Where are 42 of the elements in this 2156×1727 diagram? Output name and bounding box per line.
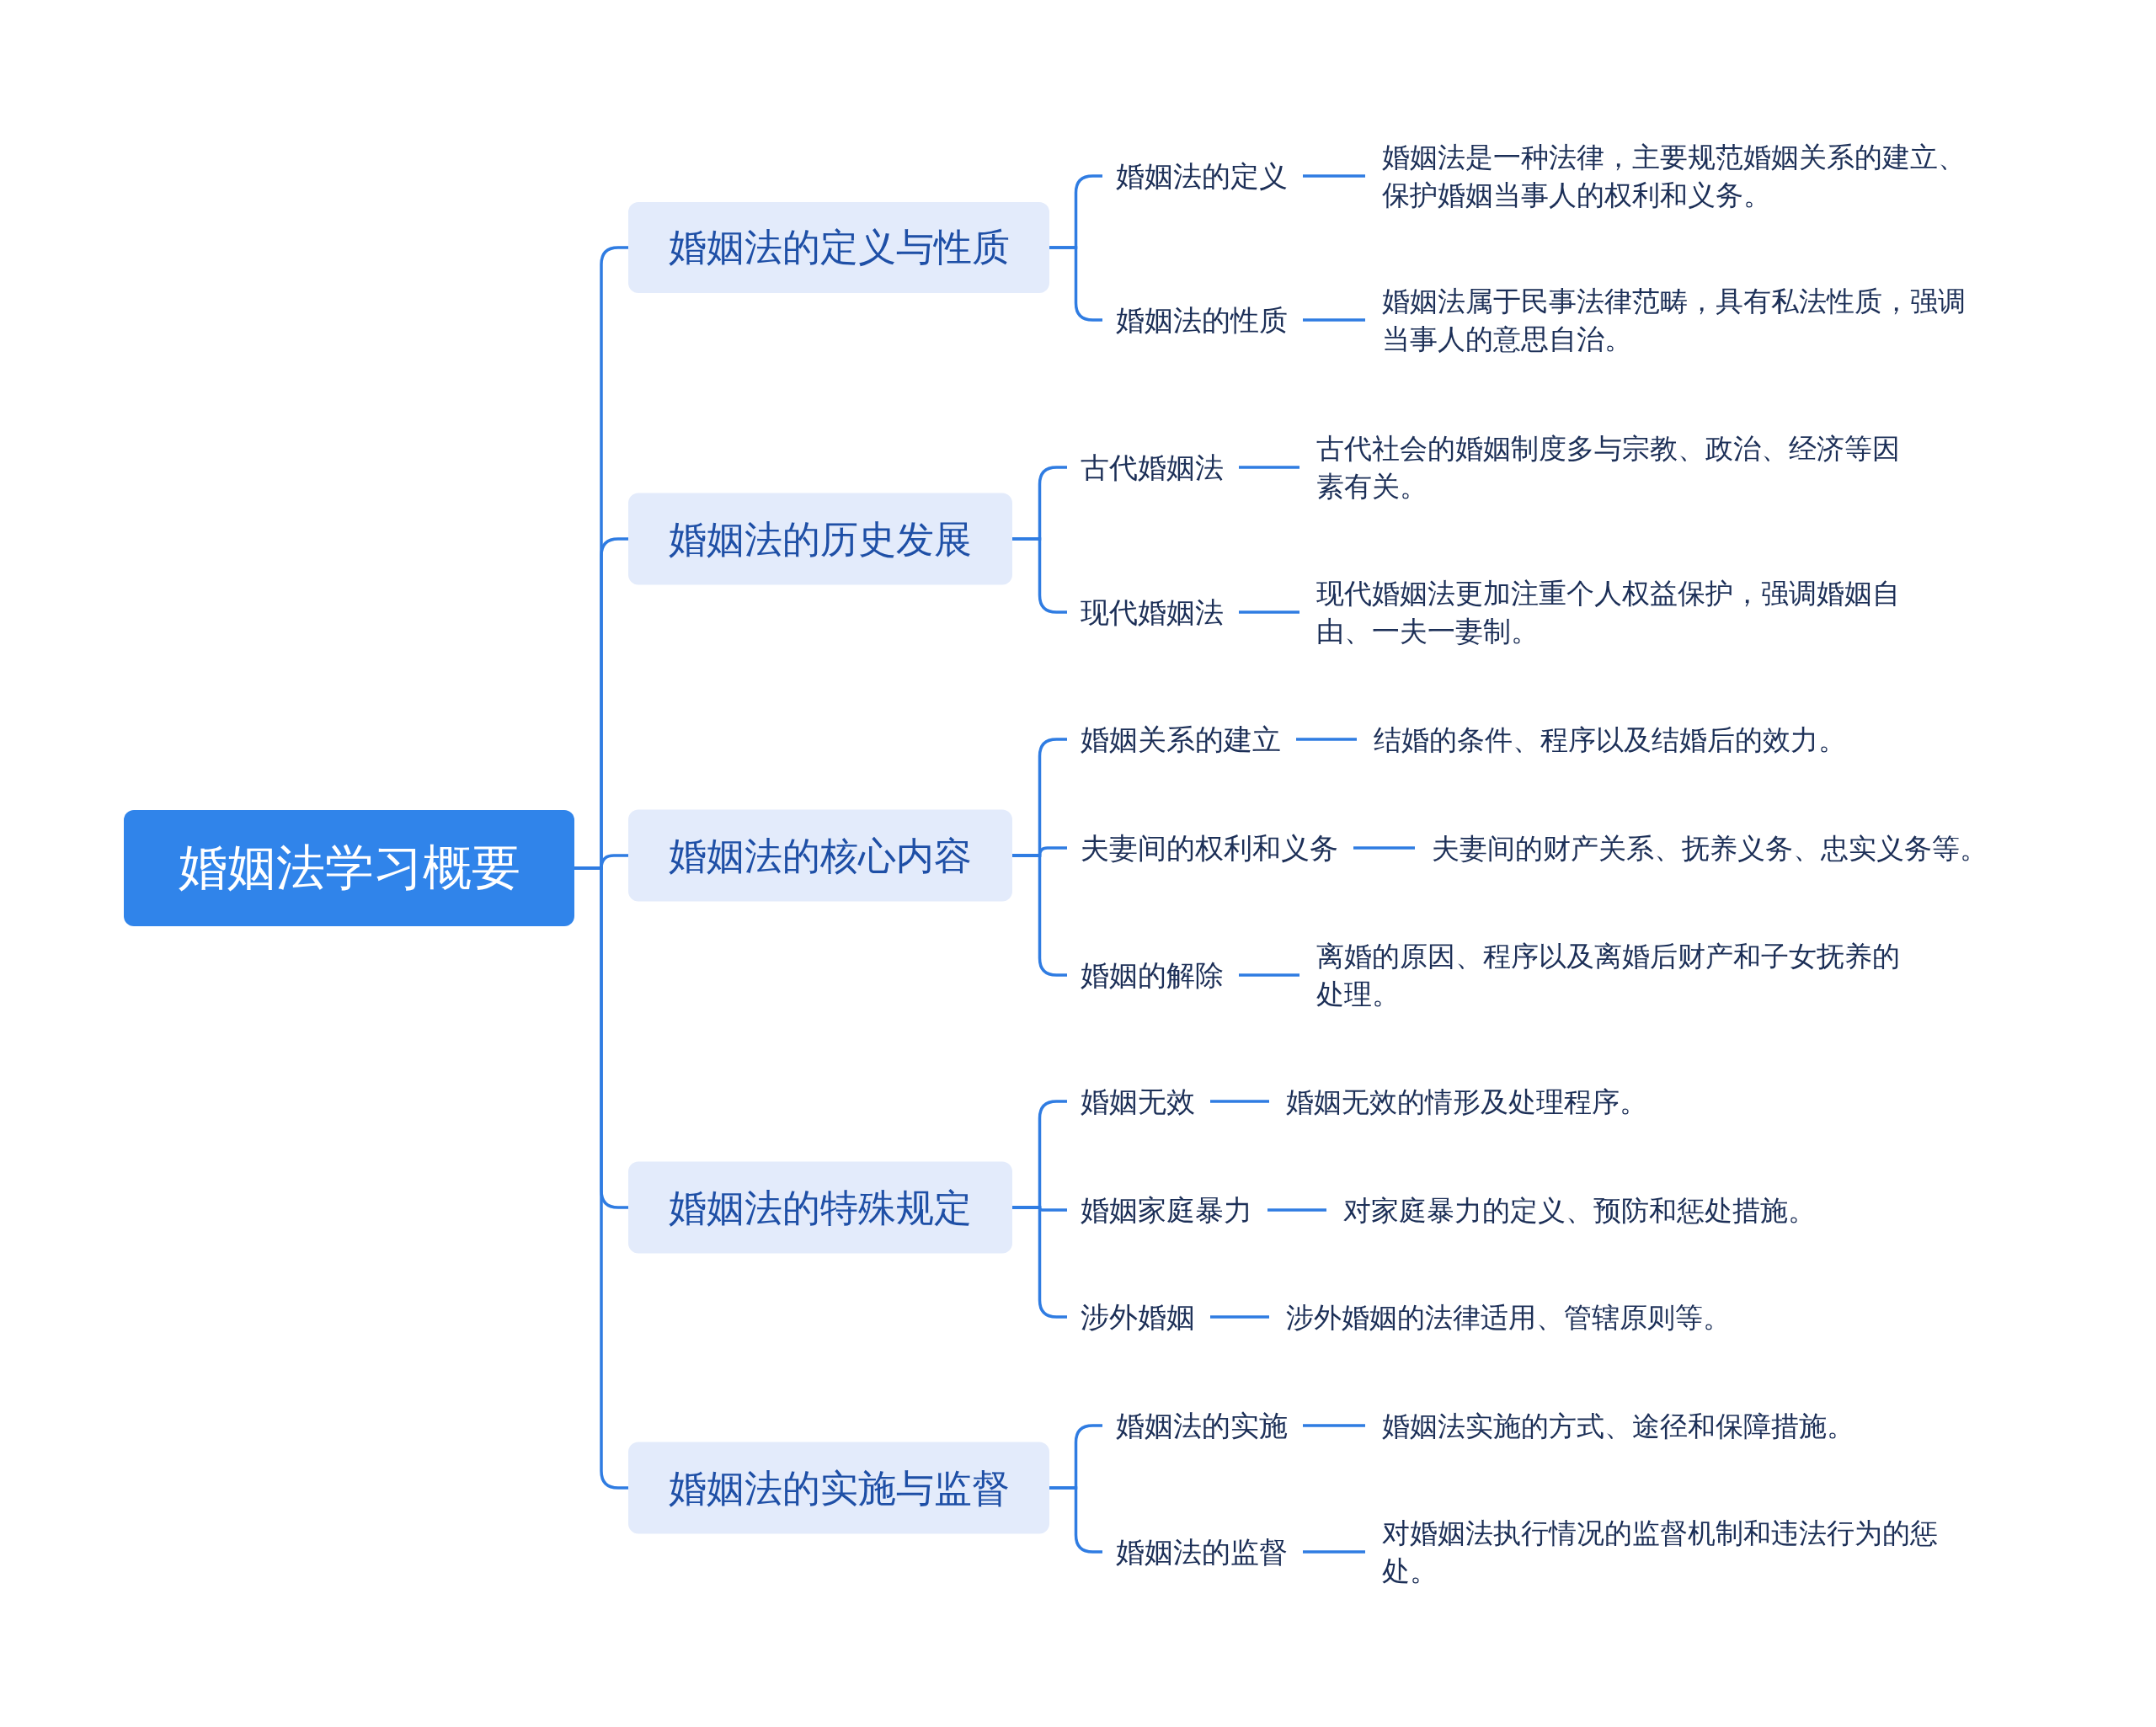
connector-line (1303, 1424, 1365, 1427)
subtopic-label: 古代婚姻法 (1067, 449, 1239, 486)
subtopic-label: 婚姻关系的建立 (1067, 721, 1296, 758)
topic-box: 婚姻法的特殊规定 (628, 1161, 1012, 1254)
subtopic-label: 婚姻法的性质 (1102, 301, 1303, 338)
subtopic-label: 婚姻法的定义 (1102, 157, 1303, 195)
topic-box: 婚姻法的核心内容 (628, 809, 1012, 902)
connector-line (1239, 610, 1299, 614)
description-text: 对婚姻法执行情况的监督机制和违法行为的惩处。 (1365, 1514, 1984, 1590)
subtopic-label: 婚姻法的监督 (1102, 1533, 1303, 1570)
subtopic-label: 婚姻法的实施 (1102, 1407, 1303, 1444)
connector-line (1267, 1208, 1326, 1212)
topic-box: 婚姻法的定义与性质 (628, 202, 1049, 293)
connector-line (1210, 1100, 1269, 1103)
subtopic-label: 婚姻的解除 (1067, 957, 1239, 994)
subtopic-label: 夫妻间的权利和义务 (1067, 829, 1353, 866)
connector-line (1296, 738, 1357, 741)
description-text: 婚姻法属于民事法律范畴，具有私法性质，强调当事人的意思自治。 (1365, 282, 1984, 358)
connector-line (1303, 318, 1365, 322)
topic-box: 婚姻法的历史发展 (628, 493, 1012, 585)
description-text: 对家庭暴力的定义、预防和惩处措施。 (1326, 1191, 1945, 1229)
subtopic-label: 涉外婚姻 (1067, 1298, 1210, 1335)
description-text: 婚姻法实施的方式、途径和保障措施。 (1365, 1406, 1984, 1445)
description-text: 古代社会的婚姻制度多与宗教、政治、经济等因素有关。 (1299, 429, 1919, 505)
connector-line (1353, 846, 1415, 850)
description-text: 涉外婚姻的法律适用、管辖原则等。 (1269, 1298, 1888, 1336)
topic-box: 婚姻法的实施与监督 (628, 1442, 1049, 1534)
description-text: 离婚的原因、程序以及离婚后财产和子女抚养的处理。 (1299, 937, 1919, 1013)
description-text: 婚姻法是一种法律，主要规范婚姻关系的建立、保护婚姻当事人的权利和义务。 (1365, 138, 1984, 214)
description-text: 夫妻间的财产关系、抚养义务、忠实义务等。 (1415, 829, 2034, 867)
subtopic-label: 婚姻家庭暴力 (1067, 1191, 1267, 1229)
subtopic-label: 现代婚姻法 (1067, 594, 1239, 631)
connector-line (1303, 174, 1365, 178)
description-text: 结婚的条件、程序以及结婚后的效力。 (1357, 720, 1976, 759)
root-topic-box: 婚姻法学习概要 (124, 810, 574, 926)
connector-line (1239, 466, 1299, 469)
connector-line (1303, 1550, 1365, 1554)
subtopic-label: 婚姻无效 (1067, 1083, 1210, 1120)
connector-line (1239, 973, 1299, 977)
connector-line (1210, 1315, 1269, 1319)
description-text: 现代婚姻法更加注重个人权益保护，强调婚姻自由、一夫一妻制。 (1299, 574, 1919, 650)
description-text: 婚姻无效的情形及处理程序。 (1269, 1082, 1888, 1121)
